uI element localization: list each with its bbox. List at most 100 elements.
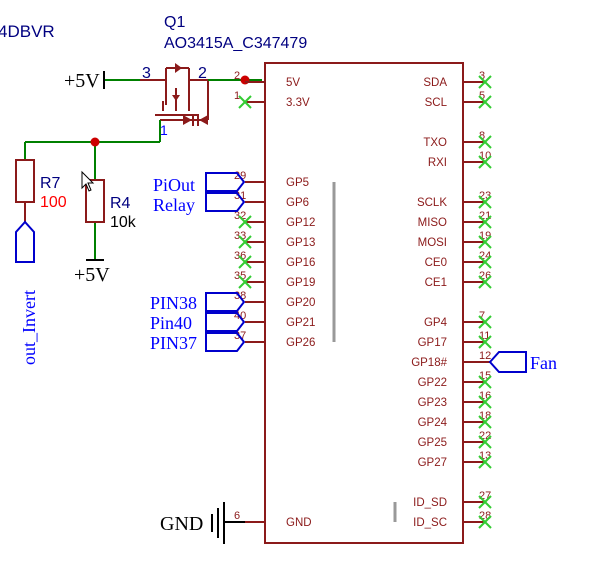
pin-name: GP13 xyxy=(286,237,315,249)
port-fan[interactable]: Fan xyxy=(488,351,557,373)
ic-right-pins: 3SDA5SCL8TXO10RXI23SCLK21MISO19MOSI24CE0… xyxy=(411,70,492,529)
pin-number: 10 xyxy=(479,150,491,162)
pin-number: 18 xyxy=(479,410,491,422)
pin-name: GP5 xyxy=(286,177,309,189)
mosfet-pin-source: 3 xyxy=(142,65,151,82)
pin-name: GP19 xyxy=(286,277,315,289)
pin-number: 26 xyxy=(479,270,491,282)
pin-name: SDA xyxy=(423,77,447,89)
mosfet-symbol xyxy=(140,67,228,121)
pin-name: GP24 xyxy=(418,417,448,429)
pin-name: ID_SC xyxy=(413,517,447,529)
pin-name: SCLK xyxy=(417,197,447,209)
port-out-invert[interactable]: out_Invert xyxy=(15,220,39,365)
net-label-pin37[interactable]: PIN37 xyxy=(150,332,246,353)
pin-name: GP12 xyxy=(286,217,315,229)
pin-name: TXO xyxy=(423,137,447,149)
ic-pin-left[interactable]: 36GP16 xyxy=(234,250,315,269)
power-vcc-bottom: +5V xyxy=(74,259,110,286)
pin-name: 3.3V xyxy=(286,97,310,109)
pin-name: RXI xyxy=(428,157,447,169)
resistor-r4[interactable]: R4 10k xyxy=(85,179,137,231)
net-label-text: Relay xyxy=(153,195,195,215)
net-label-text: PiOut xyxy=(153,175,195,195)
r4-designator: R4 xyxy=(110,195,131,212)
pin-number: 5 xyxy=(479,90,485,102)
ic-pin-left[interactable]: 1 3.3V xyxy=(234,90,310,109)
ic-pin-left[interactable]: 32GP12 xyxy=(234,210,315,229)
net-label-pin38[interactable]: PIN38 xyxy=(150,292,246,313)
pin-name: GP25 xyxy=(418,437,447,449)
out-invert-label: out_Invert xyxy=(19,290,39,365)
pin-number: 8 xyxy=(479,130,485,142)
net-label-text: PIN37 xyxy=(150,333,197,353)
pin-number: 28 xyxy=(479,510,491,522)
mosfet-designator: Q1 xyxy=(164,14,185,31)
ic-left-pins: 25V13.3V29GP531GP632GP1233GP1336GP1635GP… xyxy=(234,70,315,529)
power-gnd: GND xyxy=(160,502,262,544)
mosfet-arrow xyxy=(172,95,180,101)
net-label-pin40[interactable]: Pin40 xyxy=(150,312,246,333)
pin-number: 2 xyxy=(234,70,240,82)
pin-name: GP26 xyxy=(286,337,315,349)
net-label-piout[interactable]: PiOut xyxy=(153,172,246,195)
net-label-text: Pin40 xyxy=(150,313,192,333)
pin-name: MOSI xyxy=(418,237,447,249)
pin-number: 23 xyxy=(479,190,491,202)
r7-designator: R7 xyxy=(40,175,61,192)
cursor-icon xyxy=(81,170,95,192)
pin-name: GND xyxy=(286,517,312,529)
pin-name: GP20 xyxy=(286,297,315,309)
junction-dot xyxy=(240,75,250,85)
vcc-top-label: +5V xyxy=(64,70,100,92)
ic-pin-left[interactable]: 35GP19 xyxy=(234,270,315,289)
pin-name: GP4 xyxy=(424,317,448,329)
fan-label: Fan xyxy=(530,353,557,373)
pin-number: 11 xyxy=(479,330,490,342)
ic-pin-left[interactable]: 33GP13 xyxy=(234,230,315,249)
ic-pin-left[interactable]: 25V xyxy=(234,70,300,89)
junction-dot xyxy=(90,137,100,147)
mosfet-pin-drain: 2 xyxy=(198,65,207,82)
pin-name: CE1 xyxy=(425,277,447,289)
pin-number: 27 xyxy=(479,490,491,502)
resistor-r7[interactable]: R7 100 xyxy=(15,159,67,222)
mosfet-top-arrow xyxy=(175,63,182,73)
pin-number: 6 xyxy=(234,510,240,522)
gnd-label: GND xyxy=(160,513,203,535)
ic-body xyxy=(264,62,464,544)
mosfet-part: AO3415A_C347479 xyxy=(164,35,307,52)
vcc-bottom-label: +5V xyxy=(74,264,110,286)
pin-name: GP22 xyxy=(418,377,447,389)
pin-name: GP23 xyxy=(418,397,447,409)
net-label-relay[interactable]: Relay xyxy=(153,192,246,215)
power-vcc-top: +5V xyxy=(64,70,105,92)
pin-name: MISO xyxy=(418,217,447,229)
pin-name: CE0 xyxy=(425,257,447,269)
pin-name: GP16 xyxy=(286,257,315,269)
pin-number: 1 xyxy=(234,90,240,102)
mosfet-q1[interactable]: Q1 AO3415A_C347479 xyxy=(140,14,307,138)
mosfet-pin-gate: 1 xyxy=(160,122,168,138)
